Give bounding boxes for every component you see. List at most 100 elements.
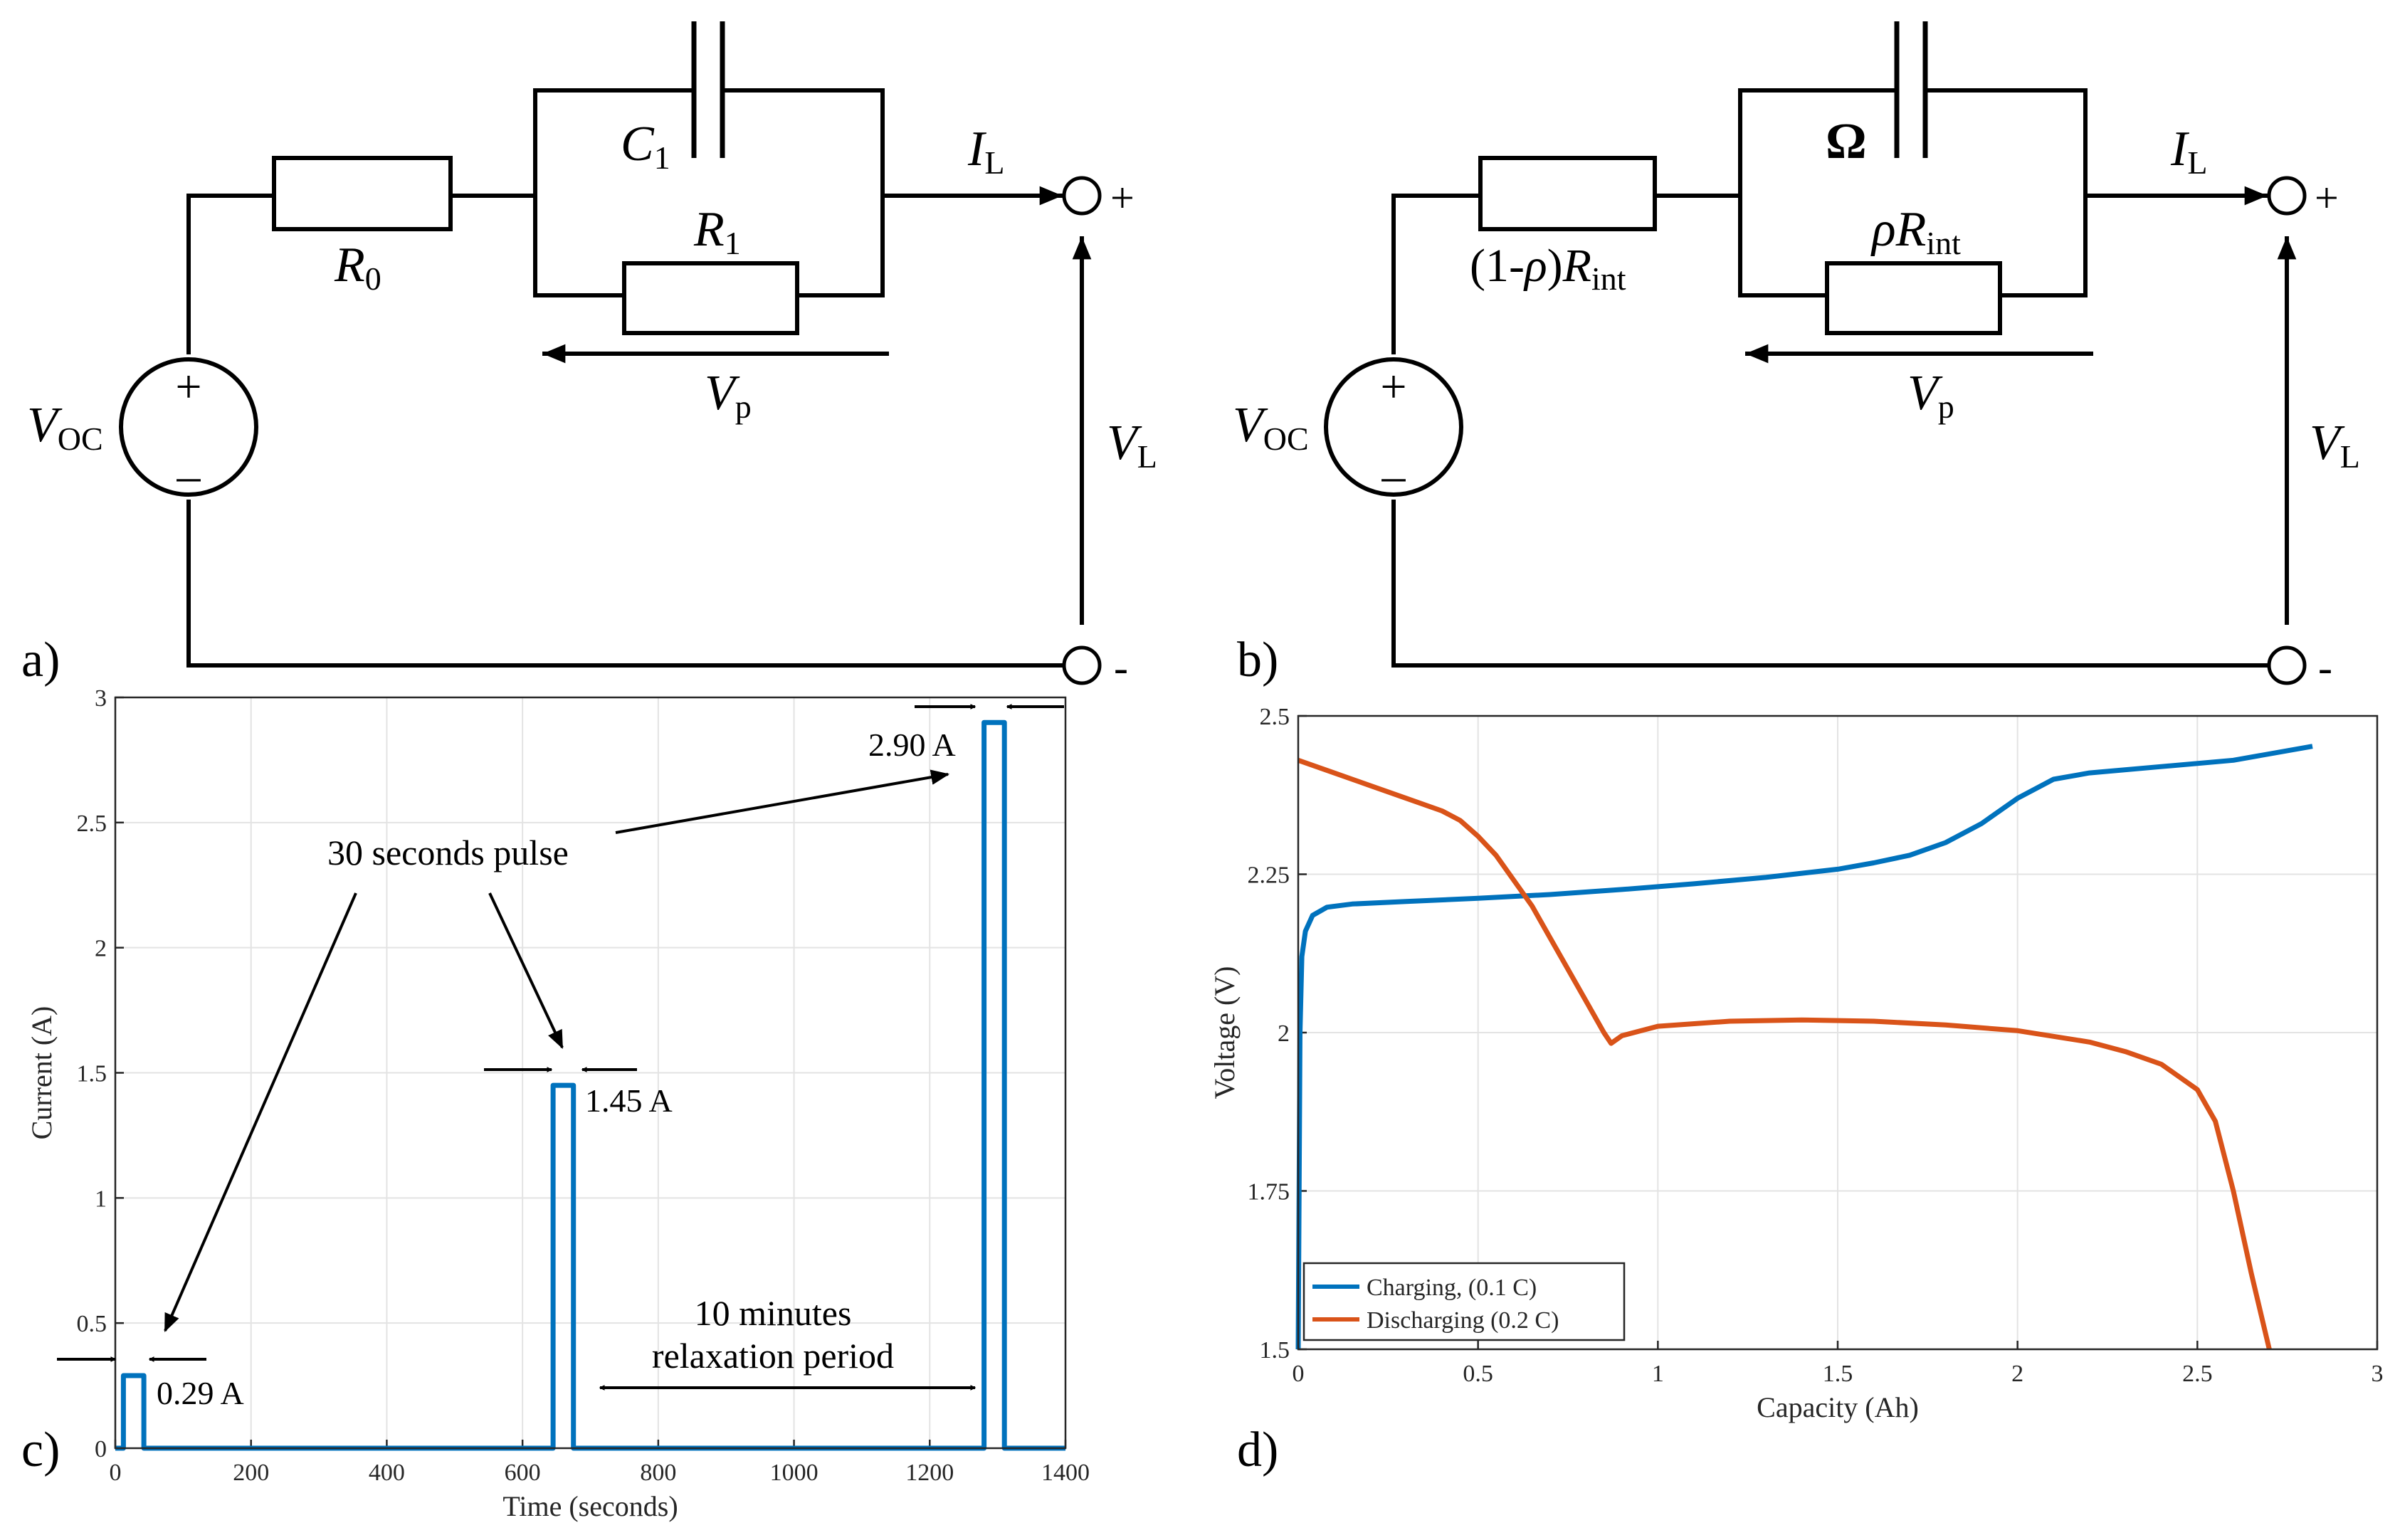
label-vp: Vp: [1907, 366, 1954, 425]
resistor-r0: [272, 156, 453, 231]
terminal-plus-sign: +: [1110, 174, 1135, 221]
panel-b-label: b): [1237, 633, 1278, 687]
tick-label-x: 3: [2372, 1361, 2384, 1387]
annotation-arrow-pulse-1: [164, 892, 357, 1332]
chart-d-series: [1295, 744, 2313, 1350]
panel-a-circuit: C1 R0 R1 IL Vp VOC VL + – + - a): [21, 21, 1157, 691]
resistor-rs: [1478, 156, 1657, 231]
tick-label-y: 2: [1278, 1020, 1290, 1047]
tick-label-x: 600: [505, 1460, 541, 1486]
tick-label-x: 800: [640, 1460, 676, 1486]
wire-rc-top: [1738, 88, 2088, 297]
chart-c-grid: [115, 697, 1066, 1449]
tick-label-x: 1.5: [1823, 1361, 1853, 1387]
tick-label-y: 1.5: [1260, 1337, 1290, 1364]
chart-c-series: [115, 719, 1065, 1451]
tick-label-x: 0: [1293, 1361, 1305, 1387]
panel-a-label: a): [21, 633, 60, 687]
terminal-plus: [2267, 176, 2307, 216]
chart-d-ylabel: Voltage (V): [1209, 966, 1241, 1099]
tick-label-x: 400: [369, 1460, 405, 1486]
label-vp: Vp: [705, 366, 752, 425]
resistor-rp: [1825, 261, 2002, 335]
series-line-1: [1295, 744, 2313, 1350]
annotation-arrow-pulse-3: [615, 769, 950, 834]
tick-label-x: 2.5: [2182, 1361, 2213, 1387]
voltage-source-voc: [1324, 357, 1463, 497]
source-plus-sign: +: [1380, 361, 1406, 413]
voltage-source-voc: [119, 357, 258, 497]
label-il: IL: [967, 122, 1004, 181]
label-omega: Ω: [1826, 112, 1867, 169]
tick-label-x: 2: [2011, 1361, 2023, 1387]
label-rp: ρRint: [1870, 202, 1961, 261]
label-voc: VOC: [1233, 398, 1309, 457]
wire-bottom-return: [1391, 500, 2271, 668]
legend-entry: Discharging (0.2 C): [1367, 1307, 1559, 1334]
legend-entry: Charging, (0.1 C): [1367, 1275, 1537, 1301]
annotation-current-1: 0.29 A: [157, 1375, 244, 1411]
terminal-minus: [2267, 645, 2307, 685]
tick-label-y: 2.5: [1260, 704, 1290, 730]
resistor-r1: [622, 261, 799, 335]
wire-rc-left: [1738, 88, 1829, 297]
label-il: IL: [2170, 122, 2207, 181]
label-rs: (1-ρ)Rint: [1470, 240, 1626, 297]
chart-c-annotations: 30 seconds pulse 10 minutes relaxation p…: [57, 704, 1064, 1411]
tick-label-x: 200: [233, 1460, 269, 1486]
annotation-relax-line1: 10 minutes: [695, 1293, 852, 1333]
wire-rc-top: [533, 88, 885, 297]
tick-label-x: 1400: [1041, 1460, 1090, 1486]
tick-label-y: 2.5: [77, 811, 107, 837]
panel-b-circuit: Ω (1-ρ)Rint ρRint IL Vp VOC VL + – + - b…: [1233, 21, 2360, 691]
tick-label-x: 1: [1652, 1361, 1664, 1387]
label-r1: R1: [693, 202, 741, 261]
annotation-relax-line2: relaxation period: [652, 1336, 894, 1376]
wire-source-to-rs: [1391, 194, 1483, 354]
tick-label-y: 2: [95, 936, 107, 962]
terminal-minus-sign: -: [2318, 644, 2332, 691]
tick-label-x: 1000: [770, 1460, 818, 1486]
terminal-plus-sign: +: [2315, 174, 2339, 221]
label-vl: VL: [1107, 416, 1157, 475]
label-r0: R0: [334, 238, 381, 297]
label-vl: VL: [2310, 416, 2360, 475]
label-c1: C1: [621, 117, 670, 176]
tick-label-y: 3: [95, 685, 107, 712]
legend-box: [1302, 1262, 1626, 1341]
chart-c-xlabel: Time (seconds): [502, 1490, 678, 1522]
chart-d-legend: Charging, (0.1 C) Discharging (0.2 C): [1302, 1262, 1626, 1341]
chart-d-xlabel: Capacity (Ah): [1757, 1391, 1919, 1423]
series-line-2: [1297, 757, 2272, 1350]
source-plus-sign: +: [175, 361, 201, 413]
source-minus-sign: –: [1381, 450, 1406, 502]
annotation-current-2: 1.45 A: [585, 1082, 673, 1119]
tick-label-x: 0: [110, 1460, 122, 1486]
terminal-minus: [1062, 645, 1102, 685]
annotation-pulse-label: 30 seconds pulse: [327, 833, 569, 872]
terminal-minus-sign: -: [1114, 644, 1128, 691]
tick-label-y: 1.5: [77, 1061, 107, 1087]
source-minus-sign: –: [177, 450, 201, 502]
label-voc: VOC: [27, 398, 103, 457]
annotation-current-3: 2.90 A: [868, 727, 956, 763]
wire-rc-left: [533, 88, 626, 297]
tick-label-x: 1200: [905, 1460, 954, 1486]
wire-source-to-r0: [186, 194, 276, 354]
panel-c-label: c): [21, 1423, 60, 1477]
tick-label-y: 0.5: [77, 1311, 107, 1337]
tick-label-x: 0.5: [1463, 1361, 1493, 1387]
terminal-plus: [1062, 176, 1102, 216]
annotation-arrow-pulse-2: [488, 892, 564, 1049]
series-line-1: [115, 719, 1065, 1451]
tick-label-y: 0: [95, 1436, 107, 1462]
panel-d-label: d): [1237, 1423, 1278, 1477]
chart-c-axes-box: [114, 696, 1067, 1450]
tick-label-y: 2.25: [1248, 863, 1290, 889]
chart-d-axes-box: [1297, 714, 2379, 1351]
